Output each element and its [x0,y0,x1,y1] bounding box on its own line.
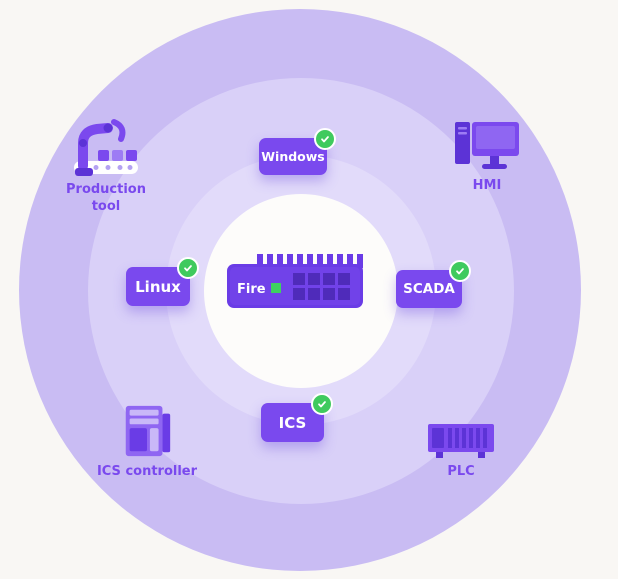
check-icon [449,260,471,282]
check-icon [177,257,199,279]
node-scada: SCADA [396,260,471,308]
computer-monitor-icon [455,122,519,169]
node-windows: Windows [259,128,336,175]
peripheral-hmi: HMI [432,118,542,195]
status-led [271,283,281,293]
node-ics-label: ICS [278,413,307,432]
plc-rack-icon [428,424,494,458]
node-linux: Linux [126,257,199,306]
peripheral-label-ics-controller: ICS controller [96,464,198,479]
peripheral-production-tool: Production tool [50,116,162,216]
peripheral-label-plc: PLC [447,464,475,479]
node-ics: ICS [261,393,333,442]
firewall-appliance-icon: Fire [227,254,363,308]
peripheral-ics-controller: ICS controller [88,404,206,481]
firewall-device: Fire [227,254,363,312]
robot-arm-icon [74,119,138,176]
node-linux-label: Linux [135,277,181,296]
port-grid [293,273,350,300]
peripheral-label-hmi: HMI [472,178,502,193]
industrial-machine-icon [125,405,171,457]
peripheral-label-production-tool: Production tool [66,182,146,214]
firewall-label: Fire [237,282,266,297]
check-icon [311,393,333,415]
check-icon [314,128,336,150]
node-scada-label: SCADA [403,281,455,297]
peripheral-plc: PLC [406,422,516,481]
node-windows-label: Windows [261,149,325,164]
